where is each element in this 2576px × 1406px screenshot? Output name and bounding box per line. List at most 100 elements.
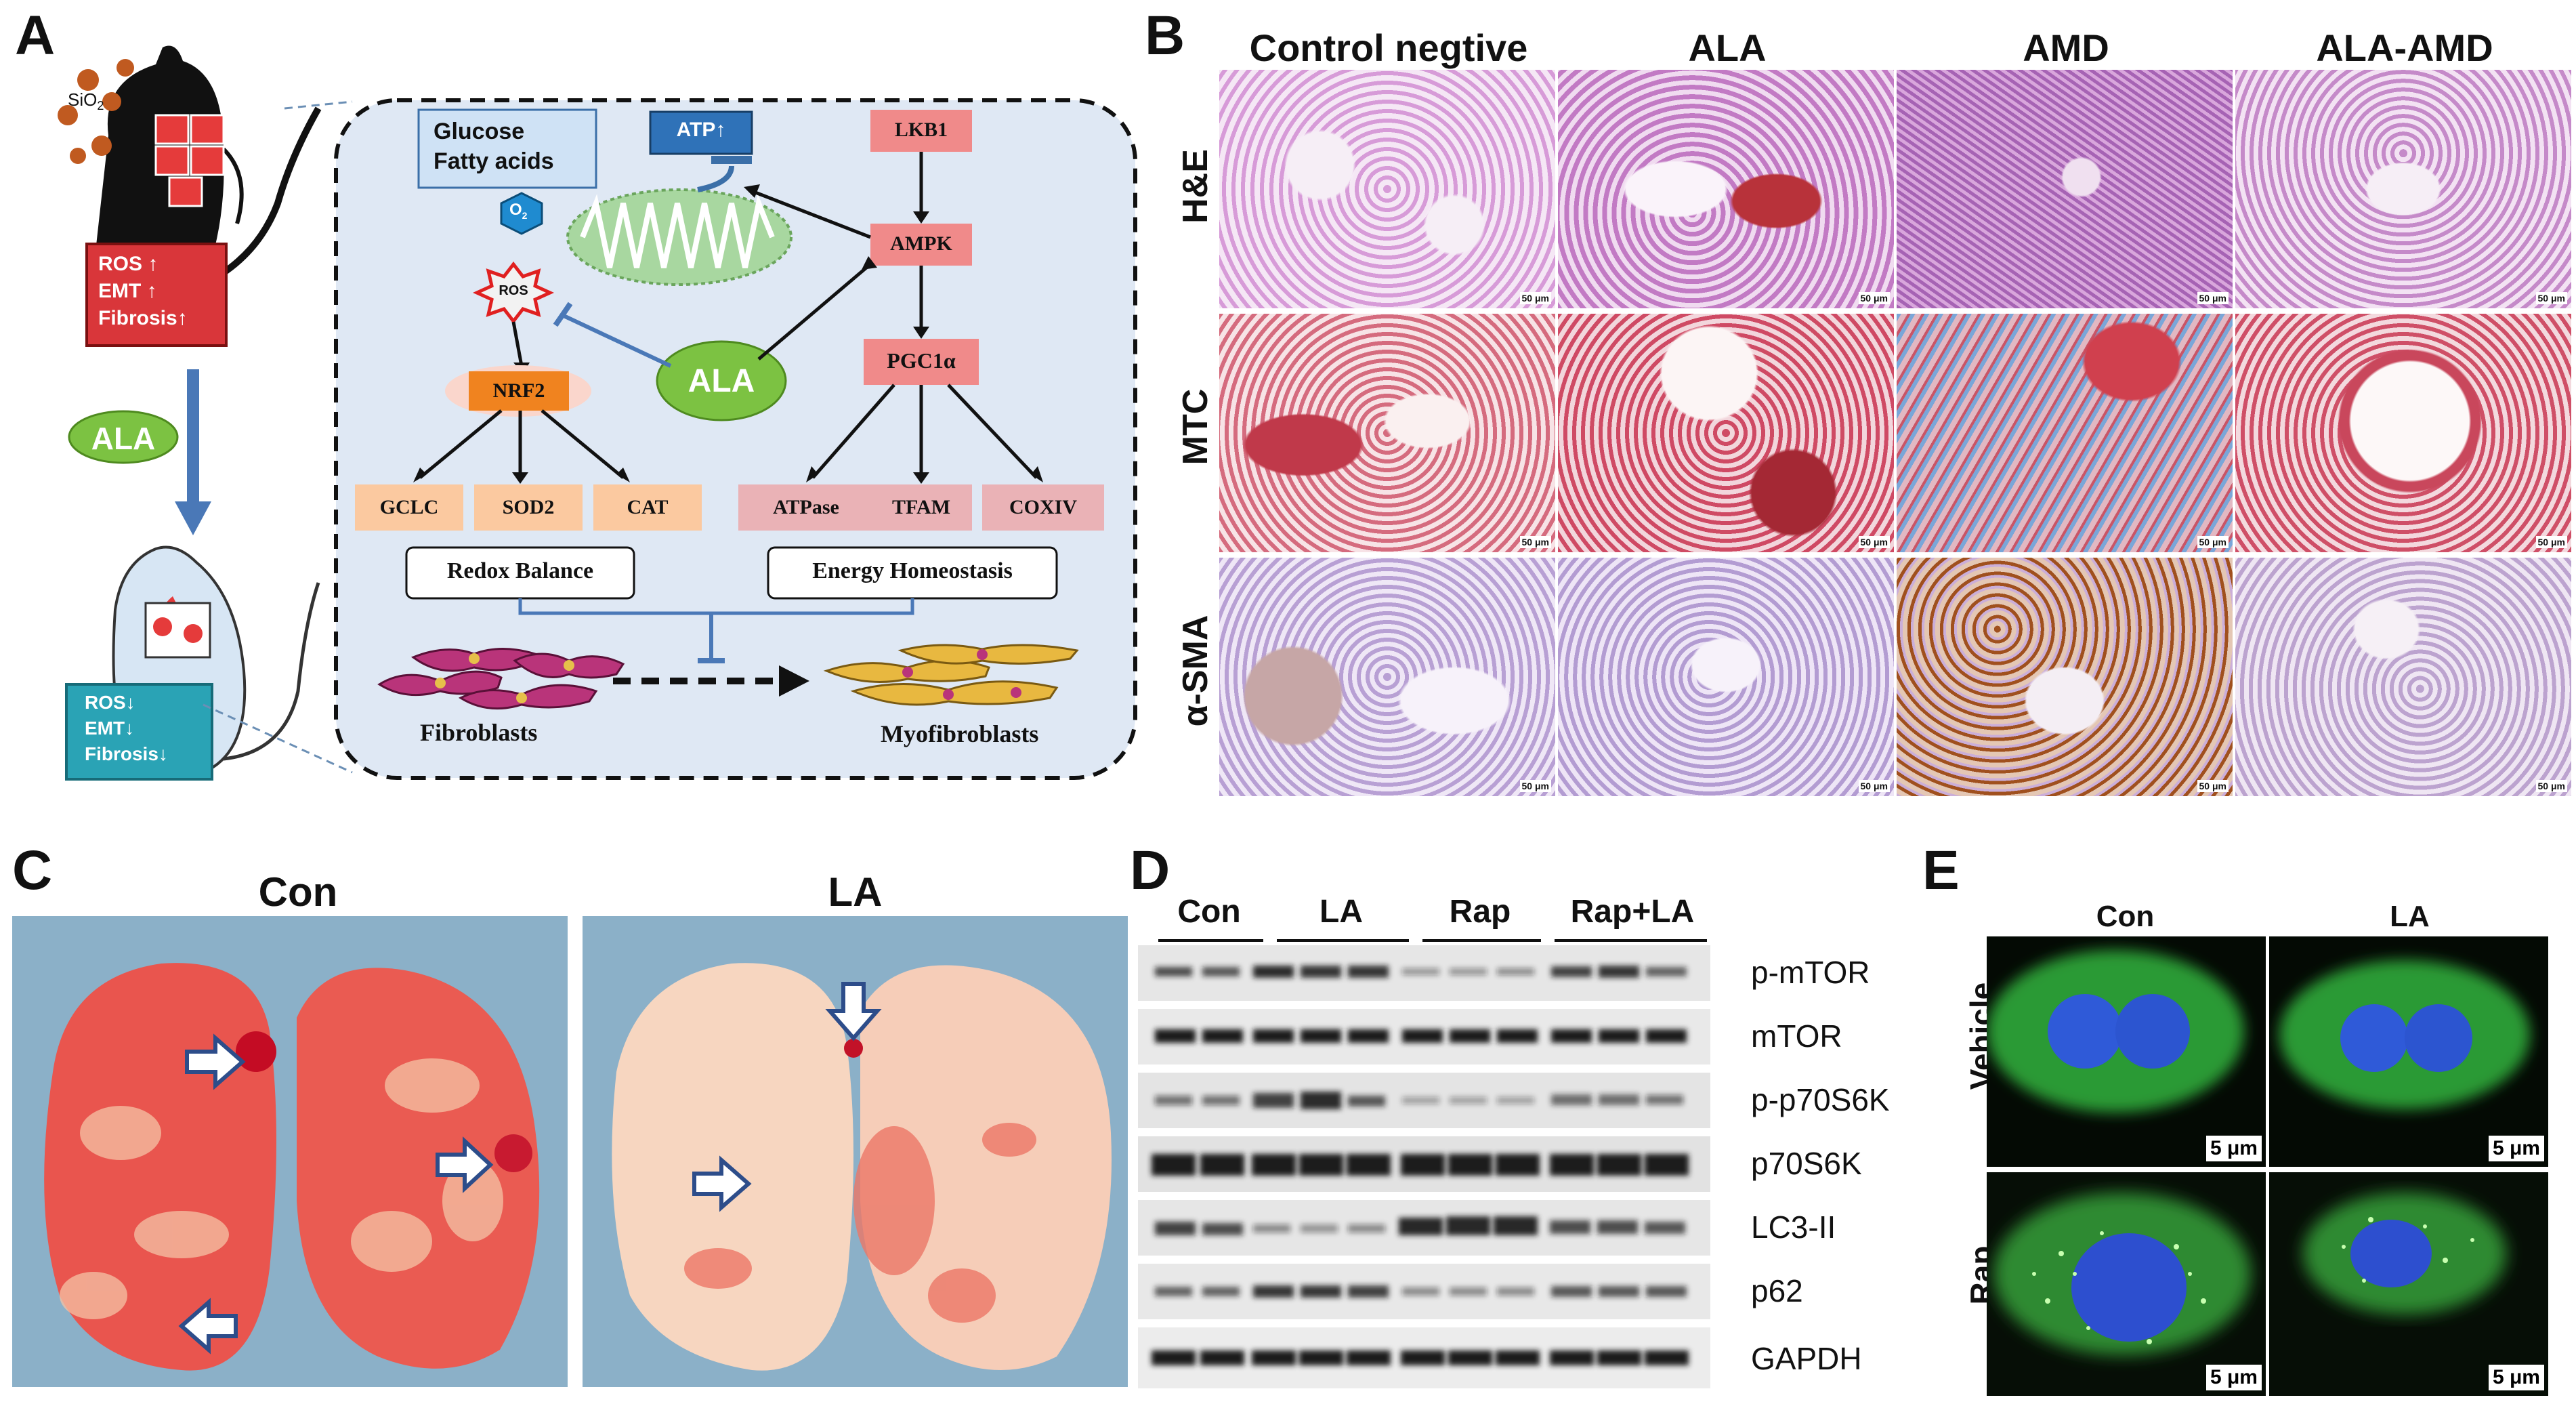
arrow-left-icon <box>178 1298 238 1355</box>
redox-balance-text: Redox Balance <box>446 558 594 583</box>
blot-group-underlines <box>1158 939 1707 942</box>
sio2-sub: 2 <box>97 99 104 113</box>
lesion-spot <box>494 1134 532 1172</box>
pathway-box <box>334 98 1137 780</box>
lkb1-text: LKB1 <box>894 119 948 141</box>
nrf2-box <box>469 371 569 411</box>
ros-down-box <box>65 683 213 781</box>
ala-pill <box>68 410 179 464</box>
if-image-vehicle-con: 5 μm <box>1987 936 2266 1167</box>
lung-photo-la <box>583 916 1128 1387</box>
sio2-label: SiO2 <box>68 89 104 113</box>
tfam-box <box>870 484 972 531</box>
cell-fluorescence <box>2303 1193 2506 1315</box>
scale-bar-label: 50 μm <box>1858 780 1890 792</box>
ros-up-list: ROS ↑ EMT ↑ Fibrosis↑ <box>98 251 220 332</box>
cell-fluorescence <box>1987 950 2244 1113</box>
histology-sma-ala-amd: 50 μm <box>2235 558 2571 796</box>
if-scale-bar: 5 μm <box>2488 1365 2544 1390</box>
col-title-amd: AMD <box>2023 26 2109 69</box>
if-image-vehicle-la: 5 μm <box>2269 936 2548 1167</box>
ros-burst-icon <box>472 261 555 325</box>
lung-photo-con <box>12 916 568 1387</box>
fibroblasts-text: Fibroblasts <box>420 719 538 746</box>
scale-bar-label: 50 μm <box>2535 780 2567 792</box>
arrow-right-icon <box>692 1155 752 1212</box>
col-title-ala: ALA <box>1688 26 1767 69</box>
o2-letter: O <box>509 201 522 219</box>
cat-box <box>593 484 702 531</box>
emt-up-text: EMT ↑ <box>98 280 157 302</box>
scale-bar-label: 50 μm <box>2197 292 2229 304</box>
arrow-down-icon <box>825 982 882 1041</box>
ros-burst-text: ROS <box>499 283 528 298</box>
if-image-rap-la: 5 μm <box>2269 1172 2548 1396</box>
band-label-lc3-ii: LC3-II <box>1751 1209 1836 1245</box>
if-scale-bar: 5 μm <box>2488 1136 2544 1161</box>
scale-bar-label: 50 μm <box>2535 536 2567 548</box>
panel-label-a: A <box>15 5 56 66</box>
atp-text: ATP↑ <box>676 119 726 141</box>
lung-label-con: Con <box>258 869 338 915</box>
ampk-box <box>870 224 972 266</box>
if-col-con: Con <box>2096 900 2155 933</box>
histology-he-ala: 50 μm <box>1558 70 1894 308</box>
band-label-p-mtor: p-mTOR <box>1751 955 1870 990</box>
energy-homeostasis-text: Energy Homeostasis <box>812 558 1013 583</box>
ros-up-text: ROS ↑ <box>98 253 159 275</box>
ala-pill-label: ALA <box>91 421 156 456</box>
histology-mtc-control: 50 μm <box>1219 314 1555 552</box>
coxiv-box <box>982 484 1104 531</box>
ros-down-list: ROS↓ EMT↓ Fibrosis↓ <box>85 690 207 767</box>
band-label-gapdh: GAPDH <box>1751 1341 1862 1376</box>
silica-particle-icon <box>58 59 134 164</box>
row-title-he: H&E <box>1176 149 1215 224</box>
coxiv-text: COXIV <box>1009 496 1077 518</box>
col-title-control: Control negtive <box>1249 26 1528 69</box>
tfam-text: TFAM <box>891 496 951 518</box>
band-label-p62: p62 <box>1751 1273 1803 1308</box>
lesion-spot <box>844 1039 863 1058</box>
scale-bar-label: 50 μm <box>2535 292 2567 304</box>
if-scale-bar: 5 μm <box>2205 1136 2262 1161</box>
glucose-text: Glucose Fatty acids <box>434 117 554 176</box>
histology-mtc-amd: 50 μm <box>1897 314 2233 552</box>
fatty-acids-line: Fatty acids <box>434 148 554 174</box>
blot-group-con: Con <box>1177 894 1241 930</box>
cat-text: CAT <box>627 496 669 518</box>
ala-center-text: ALA <box>688 363 755 399</box>
scale-bar-label: 50 μm <box>1519 536 1551 548</box>
fibrosis-down-text: Fibrosis↓ <box>85 743 168 764</box>
lkb1-box <box>870 110 972 152</box>
panel-label-b: B <box>1145 5 1185 66</box>
col-title-ala-amd: ALA-AMD <box>2316 26 2493 69</box>
histology-sma-ala: 50 μm <box>1558 558 1894 796</box>
gclc-text: GCLC <box>379 496 439 518</box>
lesion-spot <box>236 1031 276 1072</box>
scale-bar-label: 50 μm <box>1858 292 1890 304</box>
histology-he-amd: 50 μm <box>1897 70 2233 308</box>
arrow-right-icon <box>185 1033 494 1193</box>
panel-label-d: D <box>1130 840 1170 901</box>
ros-down-text: ROS↓ <box>85 692 135 713</box>
ampk-text: AMPK <box>890 232 952 255</box>
scale-bar-label: 50 μm <box>1519 292 1551 304</box>
western-blot <box>1138 945 1710 1388</box>
sio2-text: SiO <box>68 89 98 110</box>
myofibroblasts-text: Myofibroblasts <box>881 720 1039 747</box>
histology-he-control: 50 μm <box>1219 70 1555 308</box>
o2-text: O2 <box>509 201 527 221</box>
glucose-line: Glucose <box>434 119 525 144</box>
ros-up-box <box>85 243 228 347</box>
scale-bar-label: 50 μm <box>1858 536 1890 548</box>
emt-down-text: EMT↓ <box>85 718 135 739</box>
band-label-mtor: mTOR <box>1751 1018 1842 1054</box>
atpase-text: ATPase <box>773 496 839 518</box>
pgc1a-box <box>864 339 979 385</box>
blot-group-rap: Rap <box>1449 894 1511 930</box>
glucose-box <box>417 108 597 189</box>
sod2-box <box>474 484 583 531</box>
panel-a-illustration <box>58 45 1137 781</box>
if-scale-bar: 5 μm <box>2205 1365 2262 1390</box>
if-col-la: LA <box>2390 900 2430 933</box>
